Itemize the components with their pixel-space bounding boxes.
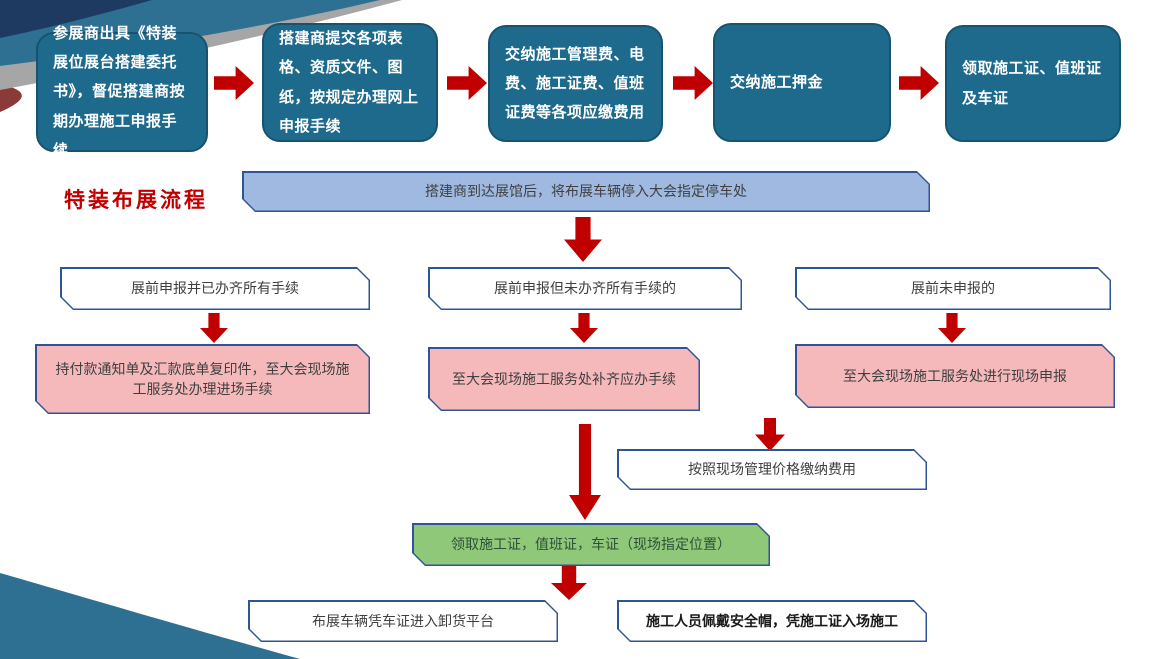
branch-declared-complete-box: 展前申报并已办齐所有手续 xyxy=(60,267,370,310)
flow-step-collect-permits-label: 领取施工证、值班证及车证 xyxy=(962,60,1102,107)
flow-step-pay-fees-label: 交纳施工管理费、电费、施工证费、值班证费等各项应缴费用 xyxy=(505,45,645,122)
flow-step-entrust-label: 参展商出具《特装展位展台搭建委托书》，督促搭建商按期办理施工申报手续 xyxy=(53,24,186,159)
collect-permits-onsite-box: 领取施工证，值班证，车证（现场指定位置） xyxy=(412,523,770,566)
flow-arrow-down-icon xyxy=(200,313,228,343)
action-complete-procedures-box: 至大会现场施工服务处补齐应办手续 xyxy=(428,347,700,411)
flow-step-submit-forms-box: 搭建商提交各项表格、资质文件、图纸，按规定办理网上申报手续 xyxy=(262,23,438,142)
flow-step-deposit-box: 交纳施工押金 xyxy=(713,23,891,142)
flow-step-deposit-label: 交纳施工押金 xyxy=(730,73,824,91)
flow-arrow-right-icon xyxy=(899,66,939,100)
flow-arrow-down-icon xyxy=(755,418,785,451)
corner-swoosh-bottom-left-decoration xyxy=(0,573,300,659)
flow-arrow-right-icon xyxy=(673,66,713,100)
flow-arrow-down-icon xyxy=(551,566,587,600)
corner-navy-wedge xyxy=(0,0,152,38)
branch-declared-incomplete-box: 展前申报但未办齐所有手续的 xyxy=(428,267,742,310)
arrival-banner-label: 搭建商到达展馆后，将布展车辆停入大会指定停车处 xyxy=(244,173,929,211)
flow-arrow-down-icon xyxy=(564,217,602,262)
flow-arrow-down-icon xyxy=(938,313,966,343)
worker-safety-helmet-label: 施工人员佩戴安全帽，凭施工证入场施工 xyxy=(619,602,926,641)
bottom-teal-swoosh xyxy=(0,573,300,659)
action-onsite-declare-label: 至大会现场施工服务处进行现场申报 xyxy=(797,346,1114,407)
flow-step-collect-permits-box: 领取施工证、值班证及车证 xyxy=(945,25,1121,142)
flow-step-entrust-box: 参展商出具《特装展位展台搭建委托书》，督促搭建商按期办理施工申报手续 xyxy=(36,25,208,159)
page-title: 特装布展流程 xyxy=(64,189,208,212)
collect-permits-onsite-label: 领取施工证，值班证，车证（现场指定位置） xyxy=(414,525,769,565)
fee-onsite-price-box: 按照现场管理价格缴纳费用 xyxy=(617,449,927,490)
flow-arrow-down-icon xyxy=(569,424,601,520)
worker-safety-helmet-box: 施工人员佩戴安全帽，凭施工证入场施工 xyxy=(617,600,927,642)
action-complete-procedures-label: 至大会现场施工服务处补齐应办手续 xyxy=(430,349,699,410)
action-payment-receipt-box: 持付款通知单及汇款底单复印件，至大会现场施工服务处办理进场手续 xyxy=(35,344,370,414)
flow-arrow-right-icon xyxy=(447,66,487,100)
action-onsite-declare-box: 至大会现场施工服务处进行现场申报 xyxy=(795,344,1115,408)
flow-arrow-down-icon xyxy=(570,313,598,343)
vehicle-unloading-box: 布展车辆凭车证进入卸货平台 xyxy=(248,600,558,642)
arrival-banner-box: 搭建商到达展馆后，将布展车辆停入大会指定停车处 xyxy=(242,171,930,212)
branch-declared-complete-label: 展前申报并已办齐所有手续 xyxy=(62,269,369,309)
vehicle-unloading-label: 布展车辆凭车证进入卸货平台 xyxy=(250,602,557,641)
branch-not-declared-box: 展前未申报的 xyxy=(795,267,1111,310)
action-payment-receipt-label: 持付款通知单及汇款底单复印件，至大会现场施工服务处办理进场手续 xyxy=(37,346,369,413)
flow-step-submit-forms-label: 搭建商提交各项表格、资质文件、图纸，按规定办理网上申报手续 xyxy=(279,30,419,135)
fee-onsite-price-label: 按照现场管理价格缴纳费用 xyxy=(619,451,926,489)
corner-red-sliver xyxy=(0,84,22,112)
flow-step-pay-fees-box: 交纳施工管理费、电费、施工证费、值班证费等各项应缴费用 xyxy=(488,25,663,142)
branch-not-declared-label: 展前未申报的 xyxy=(797,269,1110,309)
branch-declared-incomplete-label: 展前申报但未办齐所有手续的 xyxy=(430,269,741,309)
